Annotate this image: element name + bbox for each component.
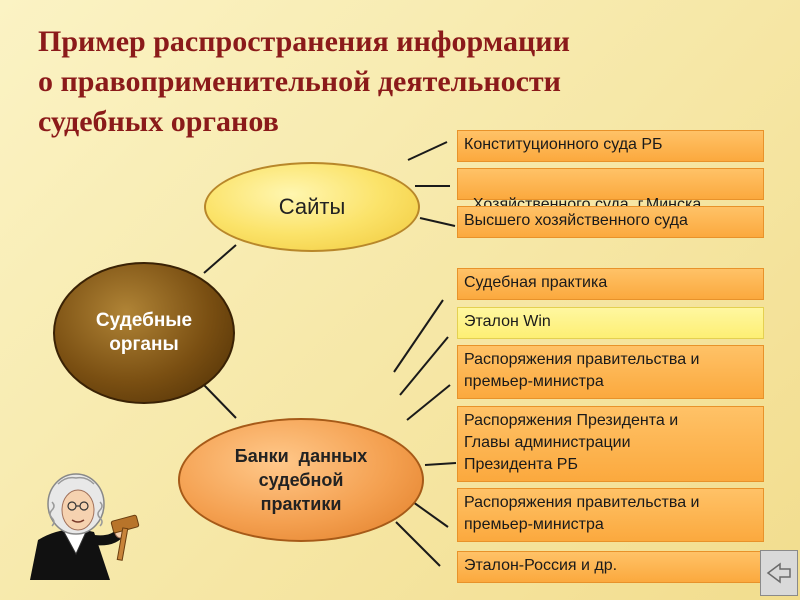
bank-item-label: Главы администрации [464, 434, 631, 451]
bank-item-etalon-win: Эталон Win [457, 307, 764, 339]
banks-node-label-line-2: судебной [258, 470, 344, 490]
bank-item-label: премьер-министра [464, 516, 604, 533]
bank-item-label: Президента РБ [464, 456, 578, 473]
bank-item-label: Судебная практика [464, 274, 608, 291]
title-line-1: Пример распространения информации [38, 25, 570, 58]
bank-item-label: Эталон-Россия и др. [464, 557, 618, 574]
back-arrow-icon [766, 562, 791, 584]
banks-node-label-line-1: Банки данных [234, 446, 368, 466]
connector-line [203, 384, 237, 419]
bank-item-judicial-practice: Судебная практика [457, 268, 764, 300]
banks-node-label-line-3: практики [260, 494, 342, 514]
title-line-3: судебных органов [38, 105, 279, 138]
bank-item-label: Распоряжения правительства и [464, 351, 700, 368]
banks-node: Банки данных судебной практики [178, 418, 424, 542]
courts-node-label-line-2: органы [109, 334, 179, 355]
bank-item-president-orders: Распоряжения Президента и Главы админист… [457, 406, 764, 482]
judge-with-gavel-icon [30, 473, 140, 580]
bank-item-label: Распоряжения правительства и [464, 494, 700, 511]
courts-node-label-line-1: Судебные [95, 310, 193, 331]
sites-node: Сайты [204, 162, 420, 252]
connector-line [395, 521, 441, 567]
connector-line [399, 336, 449, 396]
site-item-economic-court-minsk: Хозяйственного суда г.Минска [457, 168, 764, 213]
bank-item-government-orders: Распоряжения правительства и премьер-мин… [457, 345, 764, 399]
courts-node: Судебные органы [53, 262, 235, 404]
bank-item-etalon-russia: Эталон-Россия и др. [457, 551, 764, 583]
connector-line [412, 501, 449, 528]
connector-line [407, 141, 448, 161]
site-item-constitutional-court: Конституционного суда РБ [457, 130, 764, 162]
back-nav-button[interactable] [760, 550, 798, 596]
sites-node-label: Сайты [278, 194, 346, 219]
bank-item-government-orders-2: Распоряжения правительства и премьер-мин… [457, 488, 764, 542]
connector-line [419, 217, 456, 227]
connector-line [424, 462, 457, 466]
title-line-2: о правоприменительной деятельности [38, 65, 561, 98]
site-item-supreme-economic-court: Высшего хозяйственного суда [457, 206, 764, 238]
connector-line [393, 299, 444, 373]
slide-title: Пример распространения информации о прав… [38, 22, 758, 142]
connector-line [406, 384, 451, 421]
bank-item-label: Распоряжения Президента и [464, 412, 679, 429]
bank-item-label: Эталон Win [464, 313, 551, 330]
bank-item-label: премьер-министра [464, 373, 604, 390]
site-item-label: Высшего хозяйственного суда [464, 212, 688, 229]
connector-line [203, 244, 237, 274]
site-item-label: Конституционного суда РБ [464, 136, 663, 153]
